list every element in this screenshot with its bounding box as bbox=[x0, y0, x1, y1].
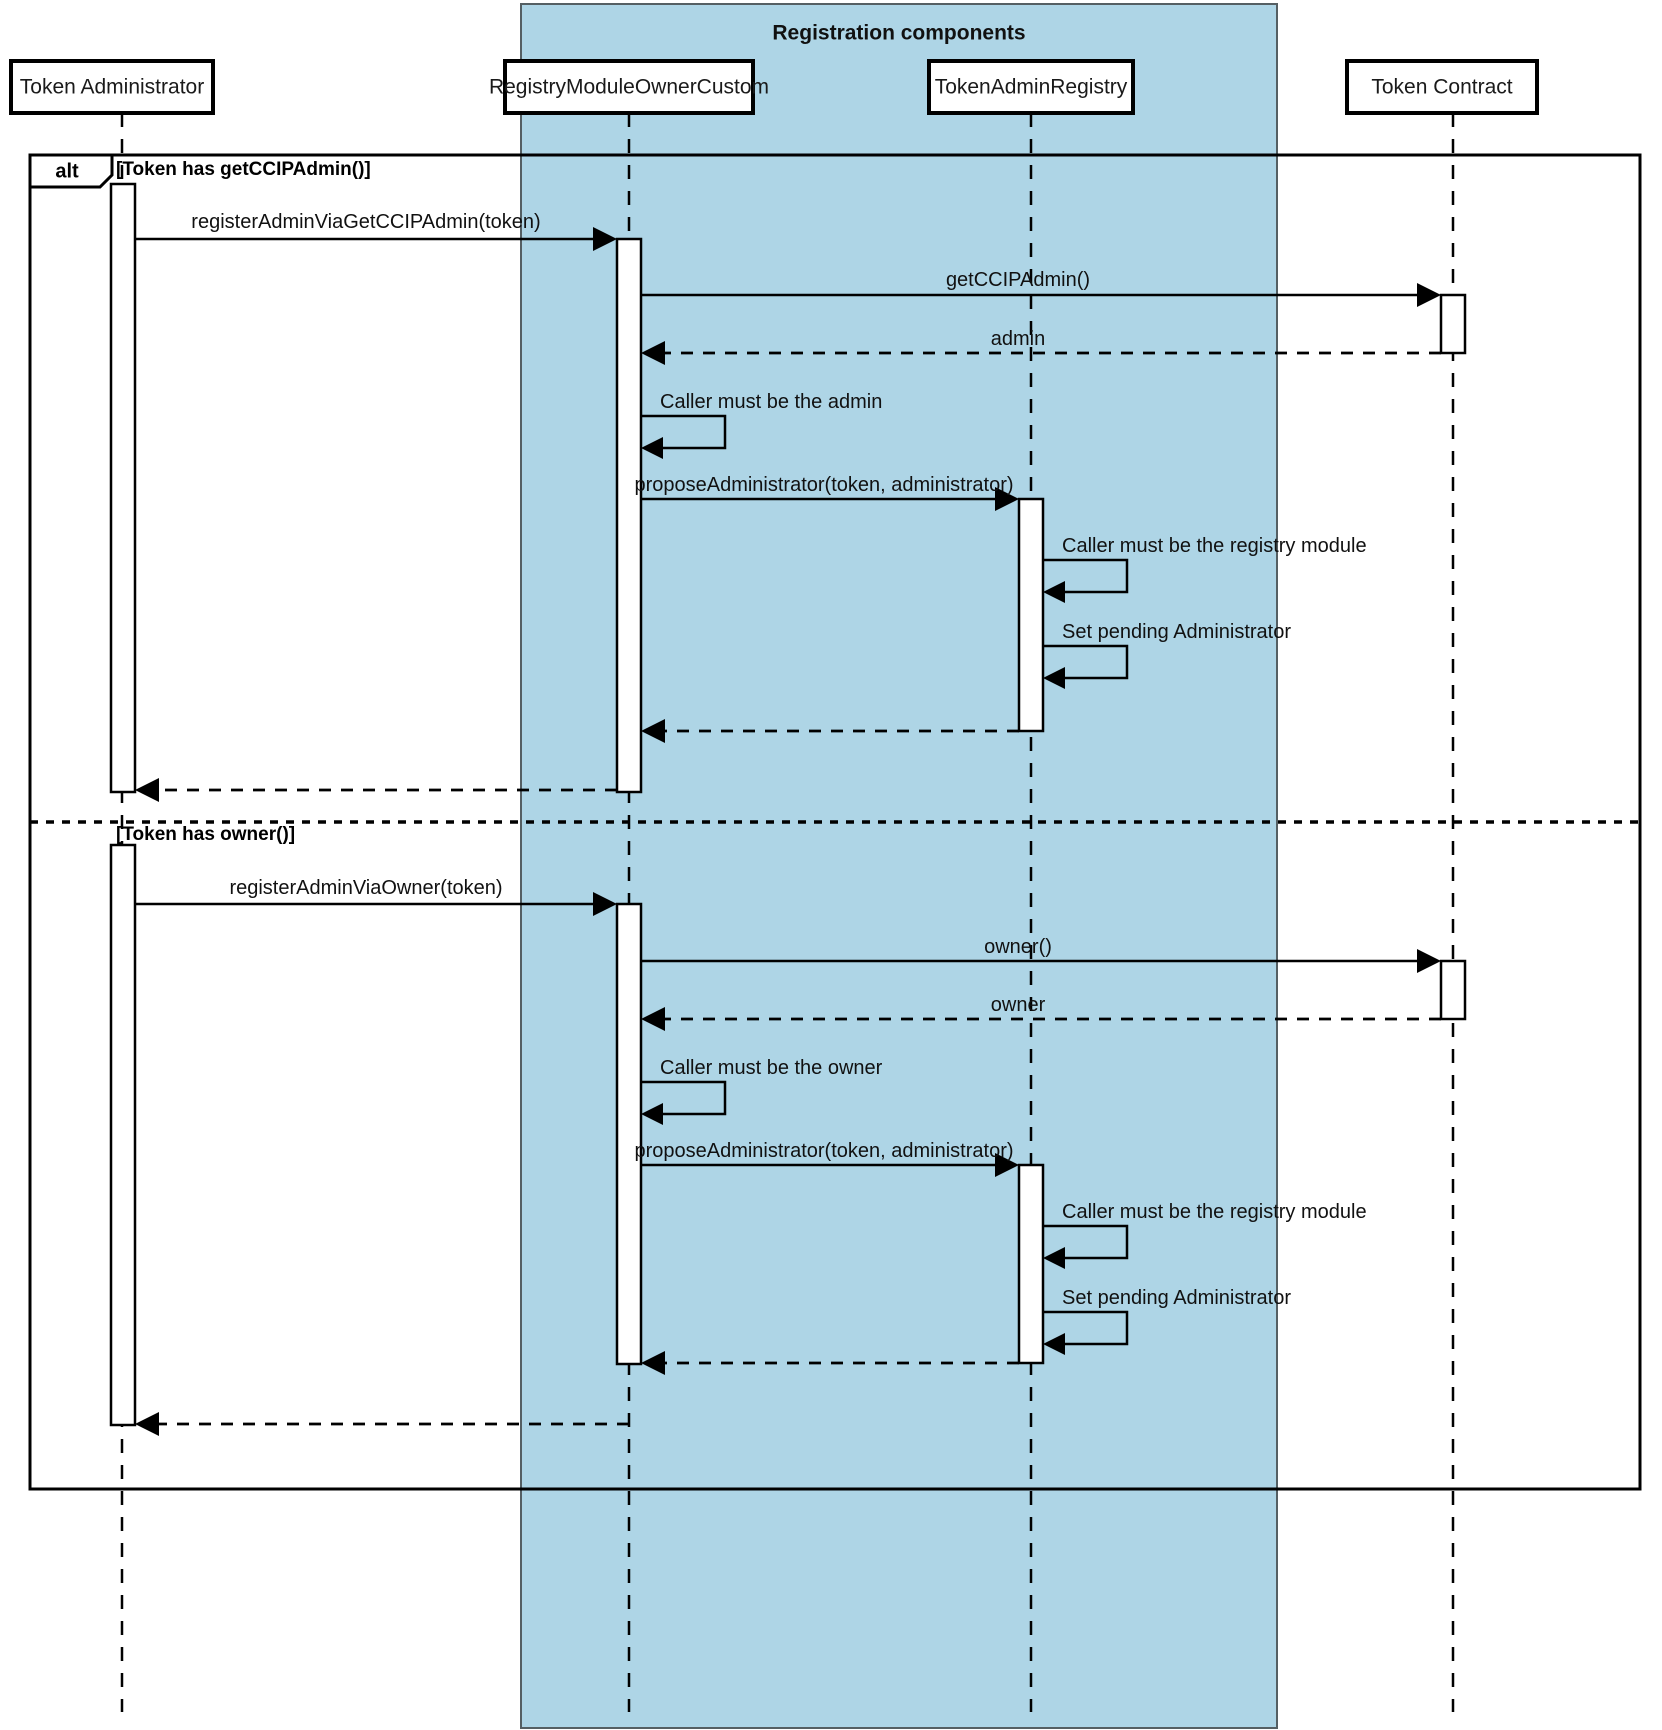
message-arrowhead-m1 bbox=[593, 227, 617, 251]
fragment-operator-label: alt bbox=[55, 160, 79, 182]
participant-admin[interactable]: Token Administrator bbox=[9, 59, 215, 115]
messages-layer: registerAdminViaGetCCIPAdmin(token) getCC… bbox=[135, 211, 1441, 1436]
fragment-guard-1: [Token has owner()] bbox=[116, 824, 295, 845]
message-label-m5: proposeAdministrator(token, administrato… bbox=[634, 474, 1013, 496]
message-m6: Caller must be the registry module bbox=[1043, 535, 1367, 603]
message-m7: Set pending Administrator bbox=[1043, 621, 1291, 689]
message-m8 bbox=[641, 719, 1019, 743]
self-message-arrowhead-m6 bbox=[1043, 581, 1065, 603]
message-m13: Caller must be the owner bbox=[641, 1057, 883, 1125]
self-message-arrowhead-m15 bbox=[1043, 1247, 1065, 1269]
participant-tar[interactable]: TokenAdminRegistry bbox=[927, 59, 1135, 115]
self-message-arrowhead-m4 bbox=[641, 437, 663, 459]
message-m9 bbox=[135, 778, 617, 802]
activation-bar-registry bbox=[615, 237, 643, 794]
message-label-m14: proposeAdministrator(token, administrato… bbox=[634, 1140, 1013, 1162]
participant-label-tar: TokenAdminRegistry bbox=[935, 76, 1128, 99]
message-arrowhead-m8 bbox=[641, 719, 665, 743]
message-m2: getCCIPAdmin() bbox=[641, 269, 1441, 307]
message-label-m13: Caller must be the owner bbox=[660, 1057, 883, 1079]
alt-combined-fragment: alt [Token has getCCIPAdmin()] [Token has … bbox=[28, 153, 1642, 1491]
message-arrowhead-m12 bbox=[641, 1007, 665, 1031]
activation-bar-tar bbox=[1017, 497, 1045, 733]
message-arrowhead-m5 bbox=[995, 487, 1019, 511]
activation-bar-registry bbox=[615, 902, 643, 1366]
message-m15: Caller must be the registry module bbox=[1043, 1201, 1367, 1269]
participant-token[interactable]: Token Contract bbox=[1345, 59, 1539, 115]
activation-bar-admin bbox=[109, 182, 137, 794]
message-label-m16: Set pending Administrator bbox=[1062, 1287, 1291, 1309]
self-message-path-m7 bbox=[1043, 644, 1129, 680]
message-m18 bbox=[135, 1412, 629, 1436]
activation-bar-token bbox=[1439, 293, 1467, 355]
message-m11: owner() bbox=[641, 936, 1441, 973]
message-label-m4: Caller must be the admin bbox=[660, 391, 882, 413]
message-arrowhead-m18 bbox=[135, 1412, 159, 1436]
message-m17 bbox=[641, 1351, 1019, 1375]
message-m10: registerAdminViaOwner(token) bbox=[135, 877, 617, 916]
participant-box-token[interactable] bbox=[1345, 59, 1539, 115]
message-label-m3: admin bbox=[991, 328, 1045, 350]
self-message-path-m13 bbox=[641, 1080, 727, 1116]
message-label-m7: Set pending Administrator bbox=[1062, 621, 1291, 643]
group-registration-components: Registration components bbox=[520, 3, 1278, 1729]
participant-box-tar[interactable] bbox=[927, 59, 1135, 115]
participant-box-registry[interactable] bbox=[503, 59, 755, 115]
message-label-m1: registerAdminViaGetCCIPAdmin(token) bbox=[191, 211, 540, 233]
message-label-m12: owner bbox=[991, 994, 1046, 1016]
participant-registry[interactable]: RegistryModuleOwnerCustom bbox=[489, 59, 769, 115]
message-label-m11: owner() bbox=[984, 936, 1052, 958]
group-title-label: Registration components bbox=[772, 22, 1025, 45]
message-arrowhead-m17 bbox=[641, 1351, 665, 1375]
activation-bar-tar bbox=[1017, 1163, 1045, 1365]
group-background bbox=[520, 3, 1278, 1729]
message-arrowhead-m10 bbox=[593, 892, 617, 916]
message-m16: Set pending Administrator bbox=[1043, 1287, 1291, 1355]
participant-label-registry: RegistryModuleOwnerCustom bbox=[489, 76, 769, 99]
message-m3: admin bbox=[641, 328, 1441, 365]
activation-bar-token bbox=[1439, 959, 1467, 1021]
activation-bar-admin bbox=[109, 843, 137, 1427]
self-message-arrowhead-m16 bbox=[1043, 1333, 1065, 1355]
self-message-arrowhead-m7 bbox=[1043, 667, 1065, 689]
activation-bars-layer bbox=[109, 182, 1467, 1427]
message-m4: Caller must be the admin bbox=[641, 391, 882, 459]
self-message-path-m16 bbox=[1043, 1310, 1129, 1346]
self-message-path-m15 bbox=[1043, 1224, 1129, 1260]
message-m12: owner bbox=[641, 994, 1441, 1031]
message-label-m15: Caller must be the registry module bbox=[1062, 1201, 1367, 1223]
self-message-path-m4 bbox=[641, 414, 727, 450]
message-arrowhead-m3 bbox=[641, 341, 665, 365]
message-label-m2: getCCIPAdmin() bbox=[946, 269, 1090, 291]
message-label-m6: Caller must be the registry module bbox=[1062, 535, 1367, 557]
message-arrowhead-m14 bbox=[995, 1153, 1019, 1177]
participant-label-token: Token Contract bbox=[1371, 76, 1512, 99]
participant-heads-layer: Token Administrator RegistryModuleOwnerCu… bbox=[9, 59, 1539, 115]
message-arrowhead-m2 bbox=[1417, 283, 1441, 307]
message-m1: registerAdminViaGetCCIPAdmin(token) bbox=[135, 211, 617, 251]
self-message-path-m6 bbox=[1043, 558, 1129, 594]
message-label-m10: registerAdminViaOwner(token) bbox=[229, 877, 502, 899]
fragment-guard-0: [Token has getCCIPAdmin()] bbox=[116, 159, 371, 180]
message-m5: proposeAdministrator(token, administrato… bbox=[634, 474, 1019, 511]
self-message-arrowhead-m13 bbox=[641, 1103, 663, 1125]
message-m14: proposeAdministrator(token, administrato… bbox=[634, 1140, 1019, 1177]
fragment-operator-tab bbox=[28, 153, 114, 189]
participant-box-admin[interactable] bbox=[9, 59, 215, 115]
participant-label-admin: Token Administrator bbox=[20, 76, 204, 99]
message-arrowhead-m11 bbox=[1417, 949, 1441, 973]
message-arrowhead-m9 bbox=[135, 778, 159, 802]
